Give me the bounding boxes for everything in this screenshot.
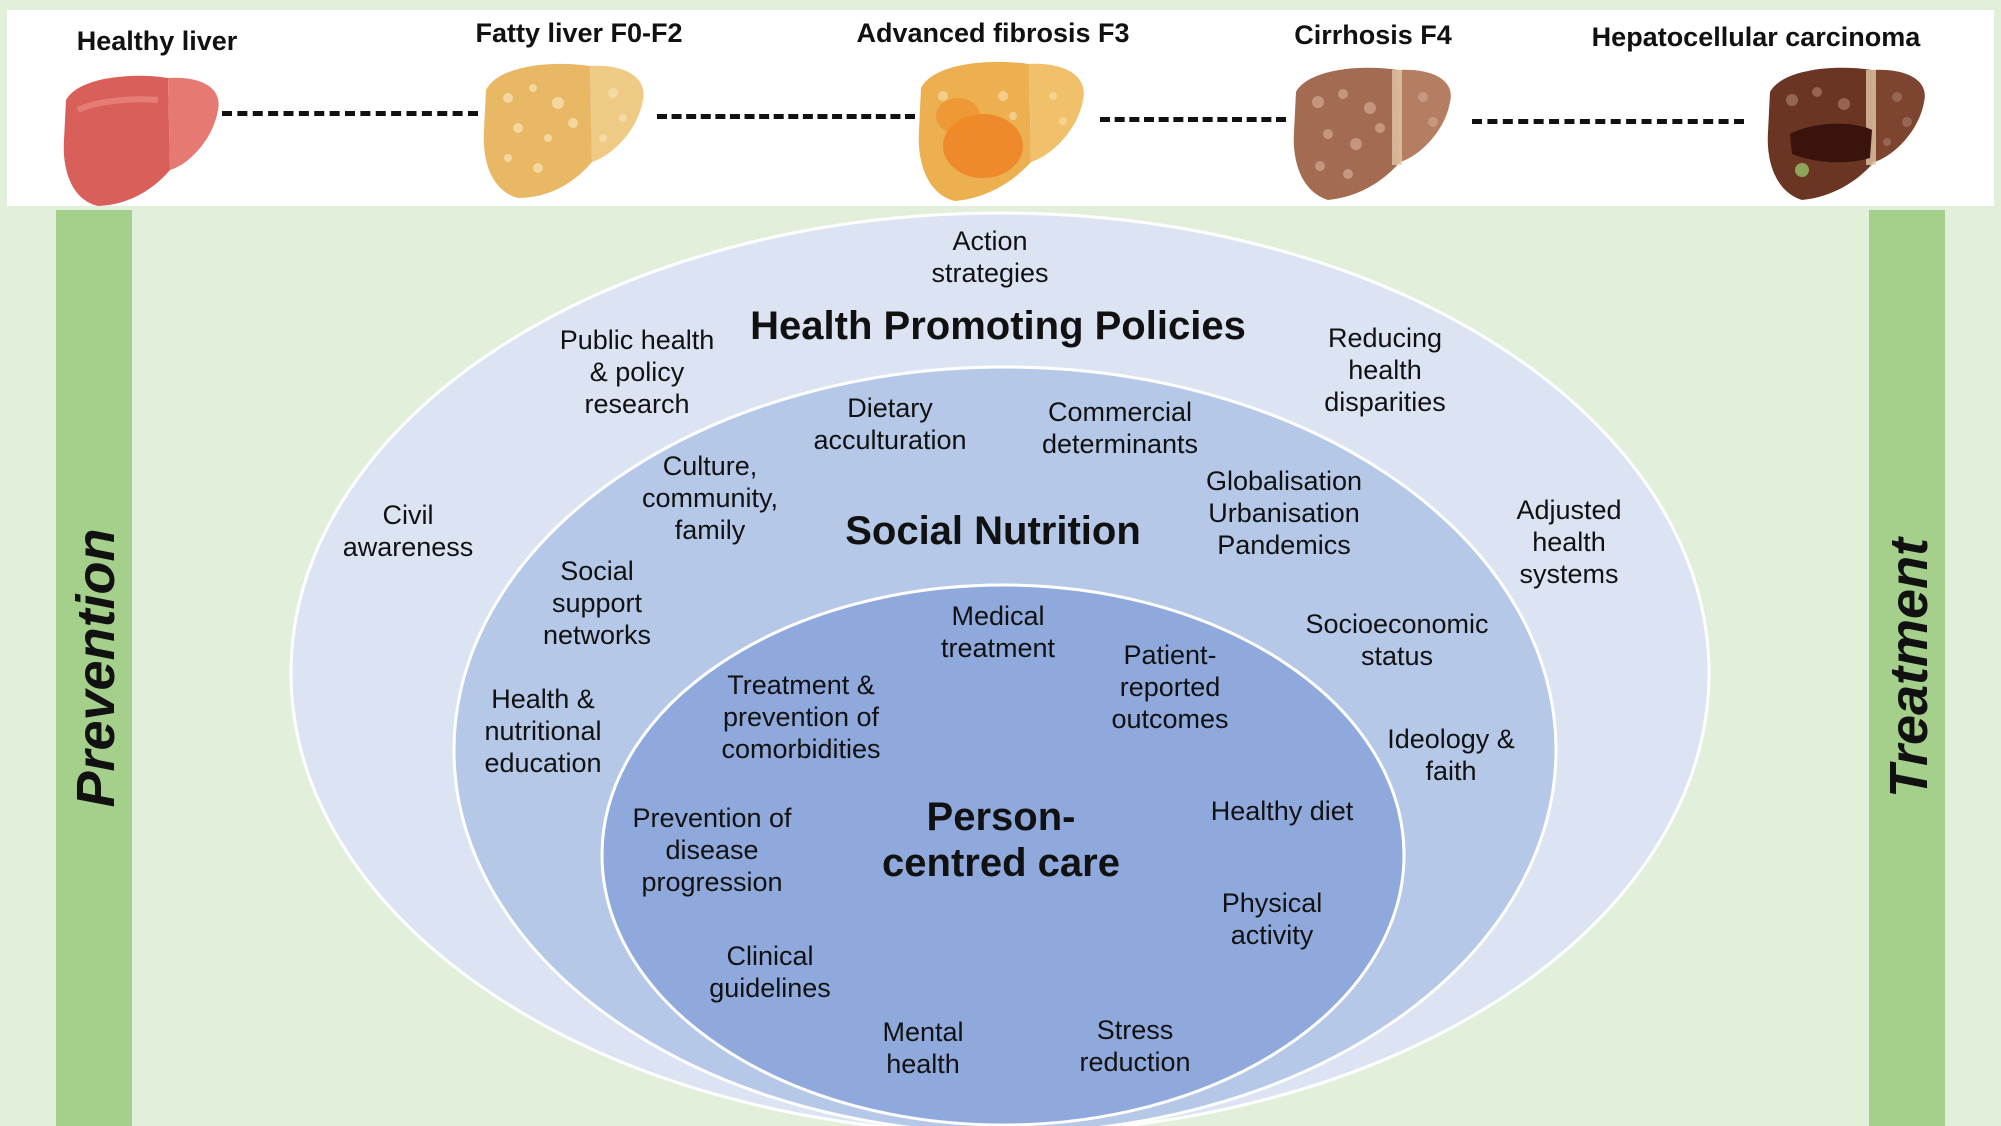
fibrosis-liver-icon — [918, 61, 1084, 201]
heading-person-centred-care: Person- centred care — [882, 795, 1120, 885]
treatment-bar — [1869, 210, 1945, 1126]
stage-title-healthy-liver: Healthy liver — [76, 26, 238, 56]
outer-item-adjusted-health-systems: Adjusted health systems — [1516, 495, 1622, 589]
inner-item-prevention-disease-progression: Prevention of disease progression — [632, 803, 792, 897]
carcinoma-liver-icon — [1767, 67, 1925, 200]
cirrhosis-liver-icon — [1293, 67, 1451, 200]
stage-title-hepatocellular-carcinoma: Hepatocellular carcinoma — [1591, 22, 1921, 52]
inner-item-patient-reported-outcomes: Patient- reported outcomes — [1111, 640, 1229, 734]
middle-item-dietary-acculturation: Dietary acculturation — [813, 393, 967, 455]
prevention-bar — [56, 210, 132, 1126]
fatty-liver-icon — [483, 63, 644, 198]
inner-item-clinical-guidelines: Clinical guidelines — [709, 941, 831, 1003]
middle-item-commercial-determinants: Commercial determinants — [1041, 397, 1199, 459]
outer-item-reducing-health-disparities: Reducing health disparities — [1324, 323, 1446, 417]
middle-item-social-support-networks: Social support networks — [542, 556, 652, 650]
healthy-liver-icon — [63, 75, 219, 206]
middle-item-culture-community-family: Culture, community, family — [641, 451, 779, 545]
middle-item-ideology-faith: Ideology & faith — [1387, 724, 1515, 786]
outer-item-action-strategies: Action strategies — [931, 226, 1049, 288]
outer-item-civil-awareness: Civil awareness — [342, 500, 474, 562]
outer-item-public-health-policy-research: Public health & policy research — [559, 325, 715, 419]
stage-title-cirrhosis: Cirrhosis F4 — [1294, 20, 1452, 50]
inner-item-stress-reduction: Stress reduction — [1079, 1015, 1191, 1077]
heading-social-nutrition: Social Nutrition — [845, 509, 1141, 553]
heading-health-promoting-policies: Health Promoting Policies — [750, 304, 1246, 348]
progression-connector-2 — [657, 114, 915, 119]
middle-item-globalisation-urbanisation-pandemics: Globalisation Urbanisation Pandemics — [1205, 466, 1363, 560]
inner-item-treatment-prevention-comorbidities: Treatment & prevention of comorbidities — [721, 670, 881, 764]
progression-connector-3 — [1100, 117, 1286, 122]
progression-connector-4 — [1472, 119, 1744, 124]
inner-ellipse-person-centred-care — [600, 583, 1406, 1126]
inner-item-mental-health: Mental health — [882, 1017, 964, 1079]
inner-item-healthy-diet: Healthy diet — [1210, 796, 1354, 826]
progression-connector-1 — [222, 111, 478, 116]
inner-item-medical-treatment: Medical treatment — [940, 601, 1056, 663]
inner-item-physical-activity: Physical activity — [1221, 888, 1323, 950]
stage-title-advanced-fibrosis: Advanced fibrosis F3 — [856, 18, 1130, 48]
middle-item-health-nutritional-education: Health & nutritional education — [484, 684, 602, 778]
middle-item-socioeconomic-status: Socioeconomic status — [1305, 609, 1489, 671]
stage-title-fatty-liver: Fatty liver F0-F2 — [475, 18, 683, 48]
